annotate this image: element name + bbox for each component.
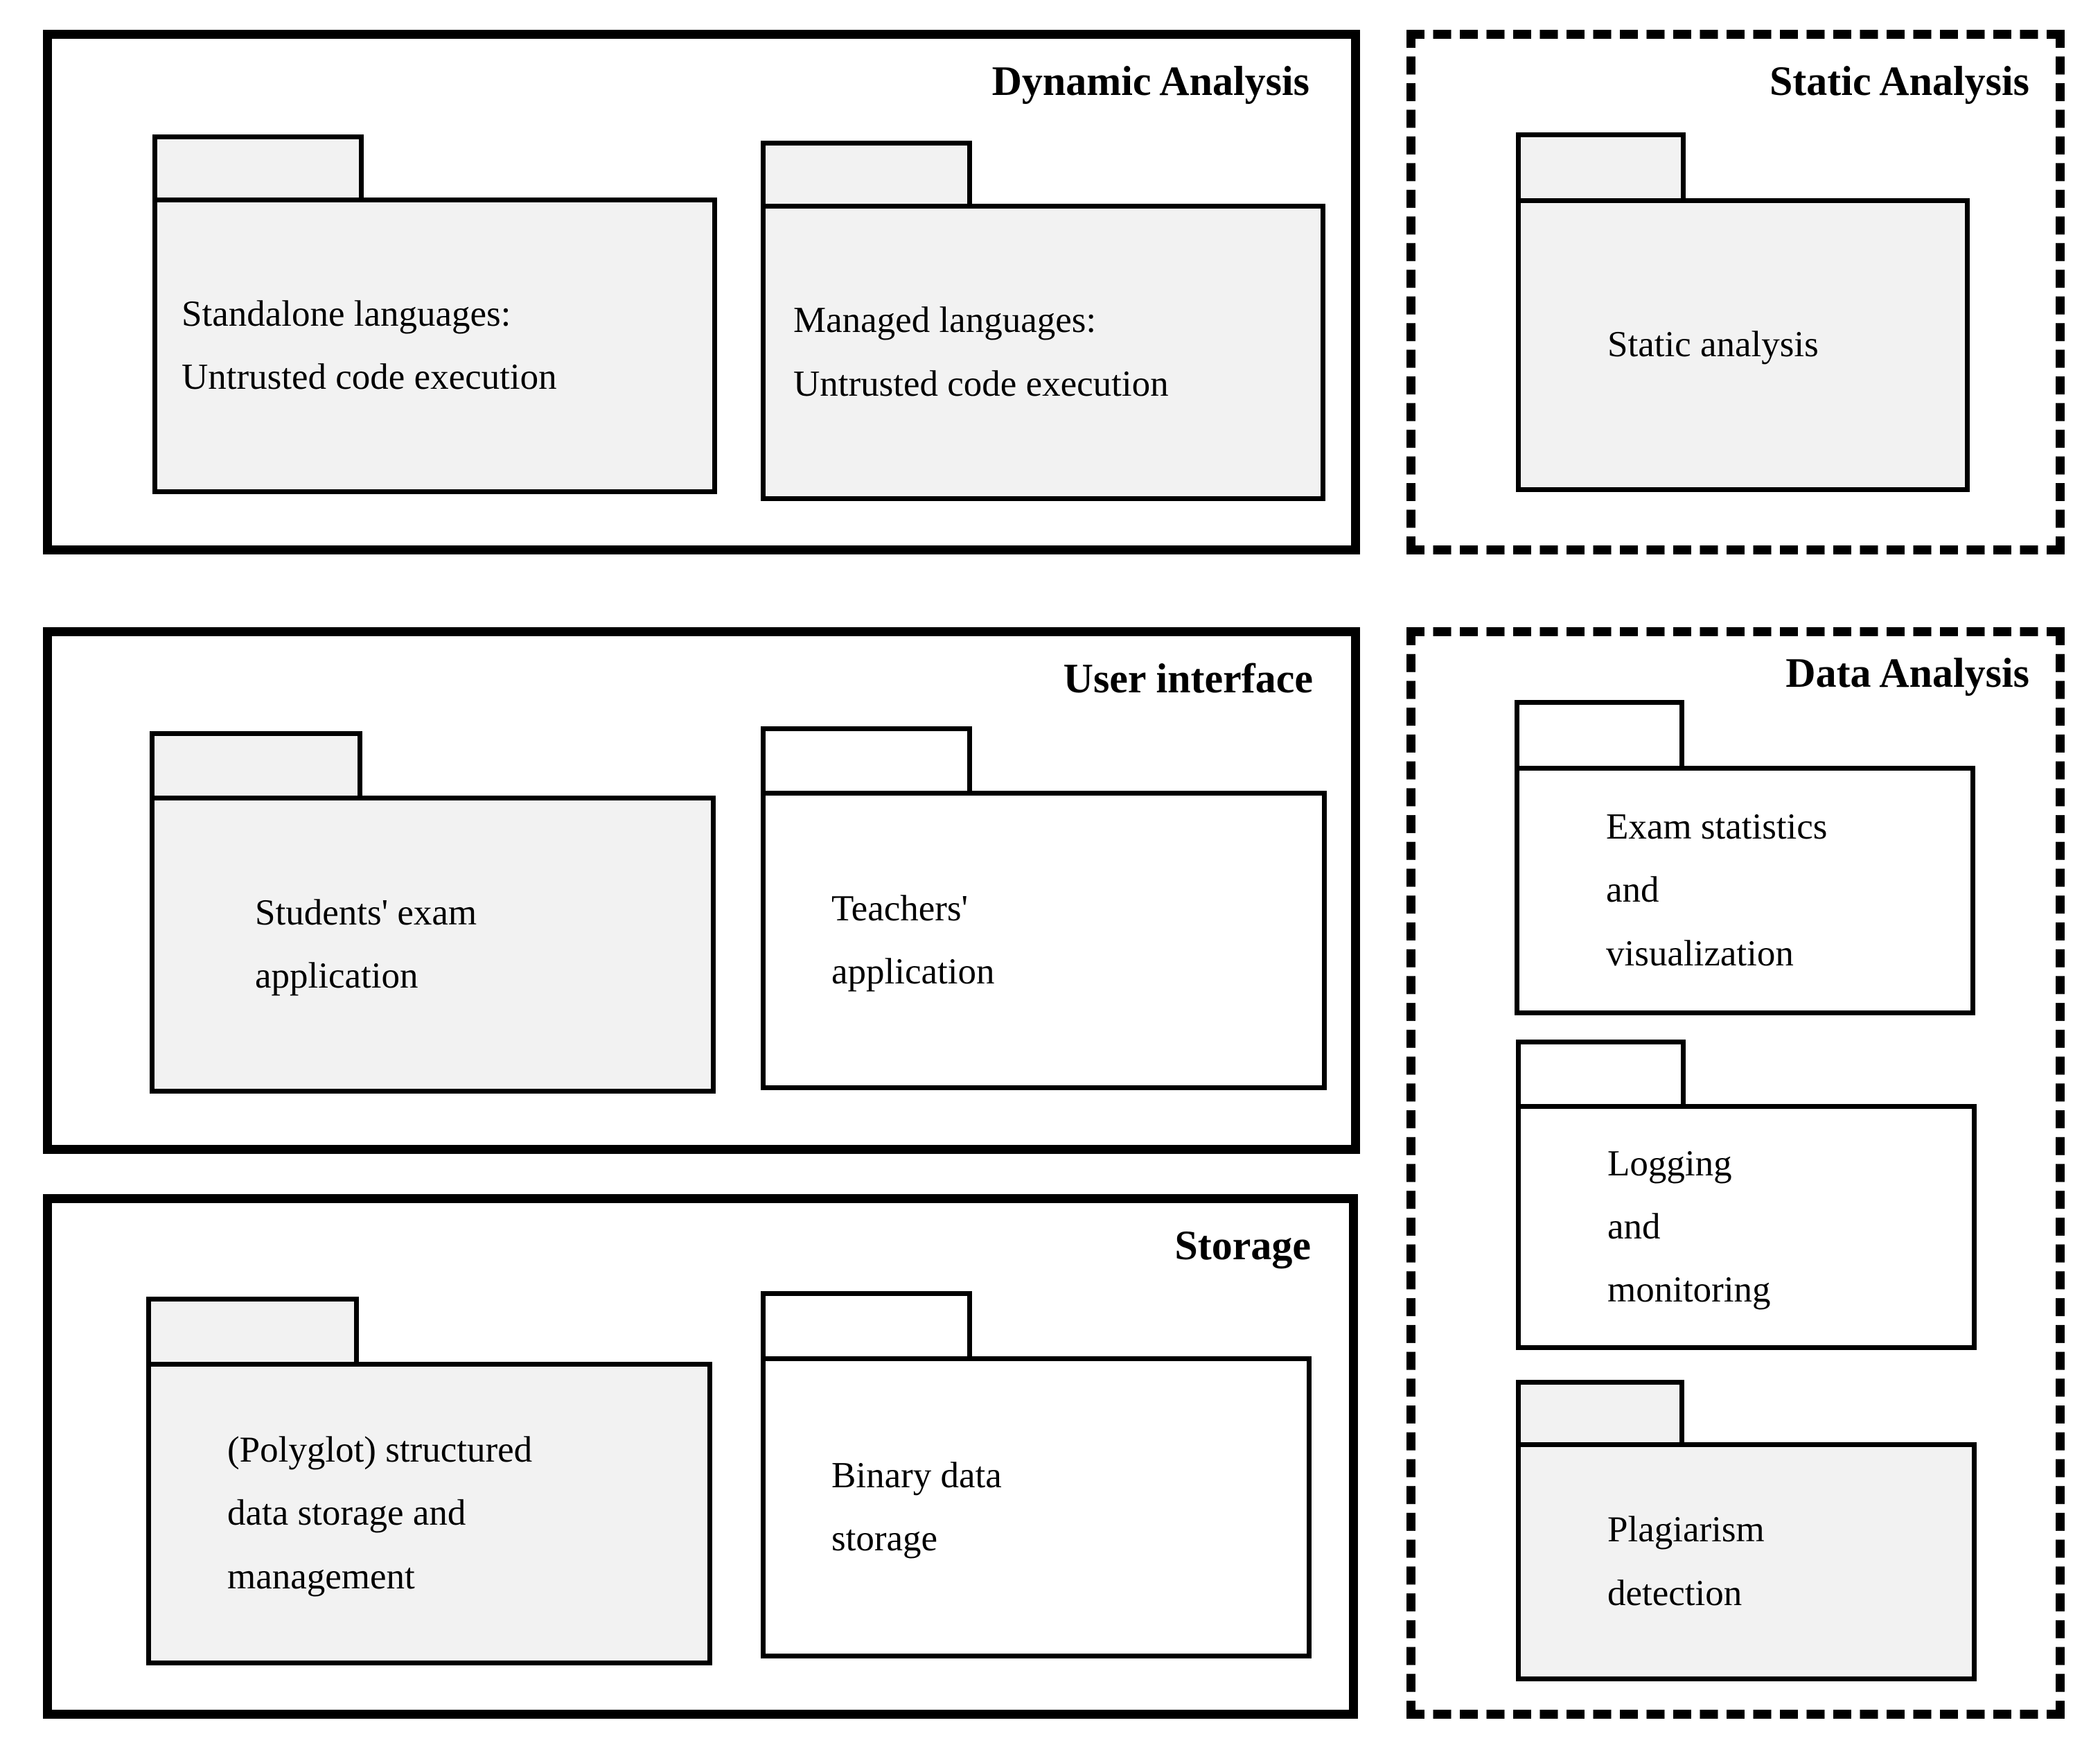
- package-body: Managed languages: Untrusted code execut…: [761, 204, 1325, 501]
- package-tab-icon: [150, 731, 362, 796]
- package-tab-icon: [1516, 1380, 1684, 1442]
- package-label: Managed languages: Untrusted code execut…: [793, 300, 1169, 404]
- package-tab-icon: [1516, 1040, 1686, 1104]
- package-tab-icon: [1515, 700, 1684, 766]
- package-body: Students' exam application: [150, 796, 716, 1094]
- container-static-analysis: Static Analysis Static analysis: [1406, 30, 2065, 554]
- package-tab-icon: [1516, 132, 1686, 198]
- package-label: Exam statistics and visualization: [1606, 807, 1828, 974]
- package-body: Plagiarism detection: [1516, 1442, 1977, 1681]
- package-body: Binary data storage: [761, 1356, 1312, 1658]
- package-tab-icon: [146, 1297, 359, 1362]
- container-data-analysis: Data Analysis Exam statistics and visual…: [1406, 627, 2065, 1719]
- package-body: (Polyglot) structured data storage and m…: [146, 1362, 712, 1665]
- container-user-interface: User interface Students' exam applicatio…: [43, 627, 1360, 1154]
- package-tab-icon: [761, 141, 972, 204]
- package-body: Static analysis: [1516, 198, 1970, 492]
- package-label: Teachers' application: [831, 888, 995, 992]
- container-title-storage: Storage: [1174, 1223, 1311, 1268]
- container-title-dynamic-analysis: Dynamic Analysis: [991, 58, 1309, 104]
- package-label: Binary data storage: [831, 1455, 1002, 1559]
- container-title-static-analysis: Static Analysis: [1769, 58, 2029, 104]
- package-label: Standalone languages: Untrusted code exe…: [182, 293, 557, 397]
- package-label: Plagiarism detection: [1607, 1509, 1765, 1613]
- package-label: (Polyglot) structured data storage and m…: [227, 1430, 533, 1597]
- package-body: Logging and monitoring: [1516, 1104, 1977, 1350]
- package-label: Students' exam application: [255, 892, 477, 996]
- package-tab-icon: [761, 726, 972, 791]
- container-storage: Storage (Polyglot) structured data stora…: [43, 1194, 1358, 1719]
- package-body: Teachers' application: [761, 791, 1327, 1090]
- container-title-data-analysis: Data Analysis: [1785, 650, 2029, 696]
- package-tab-icon: [152, 134, 364, 198]
- package-tab-icon: [761, 1291, 972, 1356]
- container-dynamic-analysis: Dynamic Analysis Standalone languages: U…: [43, 30, 1360, 554]
- package-label: Static analysis: [1607, 324, 1819, 365]
- package-label: Logging and monitoring: [1607, 1143, 1771, 1311]
- container-title-user-interface: User interface: [1063, 656, 1313, 701]
- package-body: Exam statistics and visualization: [1515, 766, 1975, 1015]
- package-body: Standalone languages: Untrusted code exe…: [152, 198, 717, 494]
